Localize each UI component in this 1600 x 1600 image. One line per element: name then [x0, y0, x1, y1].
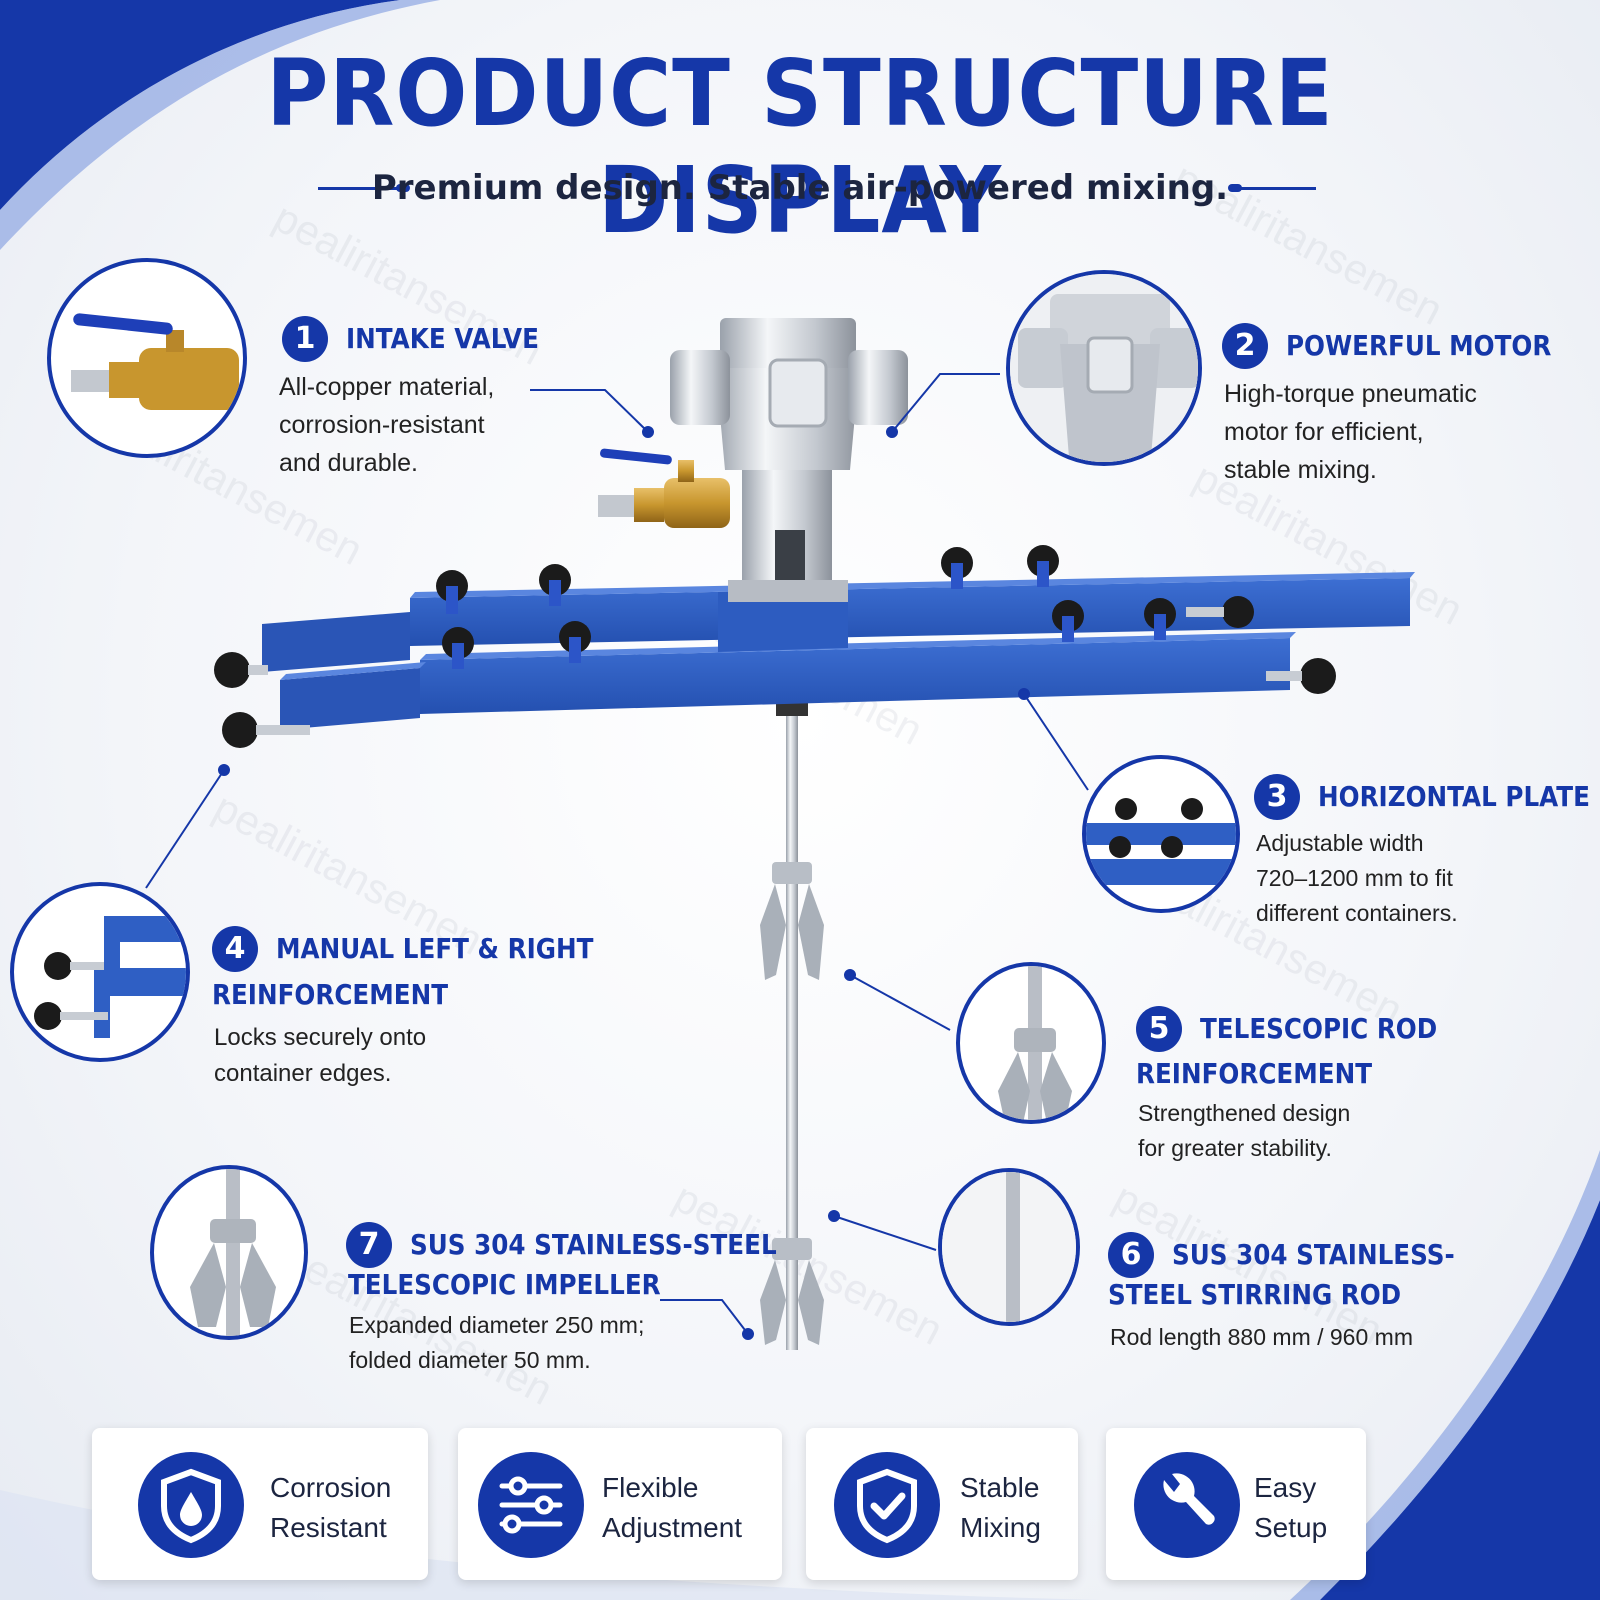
lower-impeller	[760, 1238, 824, 1345]
shield-check-icon	[834, 1452, 940, 1558]
page-subtitle: Premium design. Stable air-powered mixin…	[371, 168, 1229, 208]
feature-number-badge: 6	[1108, 1232, 1154, 1278]
feature-title-manual-reinforcement: MANUAL LEFT & RIGHT	[276, 932, 594, 965]
shield-drop-icon	[138, 1452, 244, 1558]
telescopic-rod-detail	[956, 962, 1106, 1124]
wrench-icon	[1134, 1452, 1240, 1558]
feature-title-intake-valve: INTAKE VALVE	[346, 322, 539, 355]
feature-number-badge: 3	[1254, 774, 1300, 820]
feature-title-stirring-rod: SUS 304 STAINLESS-	[1172, 1238, 1455, 1271]
leader-lines	[145, 373, 1089, 1340]
pneumatic-motor	[670, 318, 908, 602]
sliders-icon	[478, 1452, 584, 1558]
feature-title-powerful-motor: POWERFUL MOTOR	[1286, 329, 1552, 362]
feature-title-telescopic-rod: TELESCOPIC ROD	[1200, 1012, 1438, 1045]
feature-desc-stirring-rod: Rod length 880 mm / 960 mm	[1110, 1324, 1413, 1350]
impeller-detail	[150, 1165, 308, 1340]
feature-number-badge: 1	[282, 316, 328, 362]
feature-title-impeller: SUS 304 STAINLESS-STEEL	[410, 1228, 777, 1261]
subtitle-rule-left	[318, 187, 398, 190]
feature-title-manual-reinforcement-line2: REINFORCEMENT	[212, 978, 449, 1011]
subtitle-rule-dot	[396, 184, 410, 192]
intake-valve	[598, 448, 730, 528]
stirring-rod-detail	[938, 1168, 1080, 1326]
page-title: PRODUCT STRUCTURE DISPLAY	[266, 40, 1334, 254]
feature-title-telescopic-rod-line2: REINFORCEMENT	[1136, 1057, 1373, 1090]
horizontal-plate	[214, 545, 1415, 748]
feature-title-horizontal-plate: HORIZONTAL PLATE	[1318, 780, 1590, 813]
subtitle-rule-right	[1240, 187, 1316, 190]
motor-detail	[1006, 270, 1202, 466]
feature-title-stirring-rod-line2: STEEL STIRRING ROD	[1108, 1278, 1402, 1311]
feature-desc-impeller: Expanded diameter 250 mm;folded diameter…	[349, 1312, 645, 1373]
intake-valve-detail	[47, 258, 247, 458]
upper-impeller	[760, 862, 824, 980]
horizontal-plate-detail	[1082, 755, 1240, 913]
feature-title-impeller-line2: TELESCOPIC IMPELLER	[348, 1268, 661, 1301]
manual-reinforcement-detail	[10, 882, 190, 1062]
feature-number-badge: 4	[212, 926, 258, 972]
feature-number-badge: 5	[1136, 1006, 1182, 1052]
feature-number-badge: 2	[1222, 323, 1268, 369]
feature-number-badge: 7	[346, 1222, 392, 1268]
subtitle-rule-dot	[1228, 184, 1242, 192]
